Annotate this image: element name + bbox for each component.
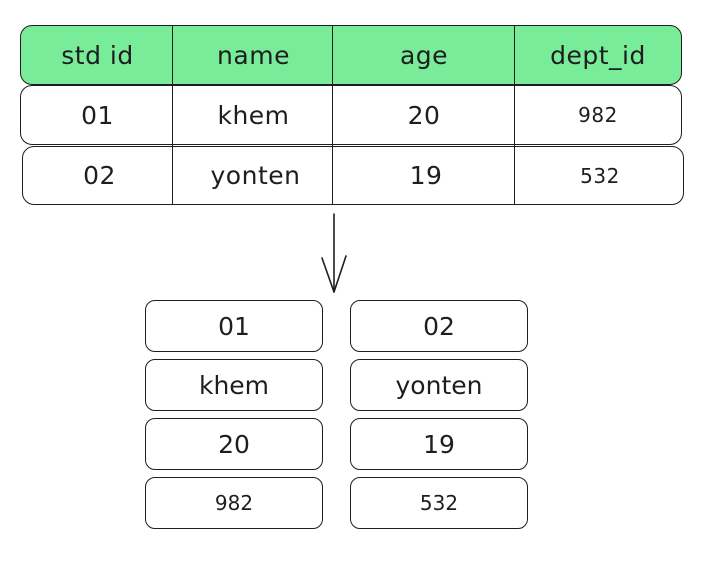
cell-age: 19 [409, 161, 443, 190]
cell-std-id: 01 [81, 100, 114, 130]
column-a-dept-id-box: 982 [145, 477, 323, 529]
table-row: 01 khem 20 982 [20, 85, 682, 145]
header-age: age [399, 40, 449, 70]
header-name: name [217, 40, 290, 70]
column-b-name-box: yonten [350, 359, 528, 411]
column-b-std-id-box: 02 [350, 300, 528, 352]
column-divider [514, 25, 515, 205]
column-b-dept-id-box: 532 [350, 477, 528, 529]
cell-name: yonten [210, 161, 301, 190]
cell-std-id: 02 [83, 161, 116, 190]
cell-dept-id: 982 [578, 103, 618, 127]
cell-name: khem [217, 100, 290, 130]
column-a-std-id-box: 01 [145, 300, 323, 352]
cell-dept-id: 532 [580, 163, 620, 188]
column-divider [332, 25, 333, 205]
column-b-age-box: 19 [350, 418, 528, 470]
header-std-id: std id [61, 40, 134, 70]
column-divider [172, 25, 173, 205]
column-a-age-box: 20 [145, 418, 323, 470]
cell-age: 20 [407, 100, 441, 130]
column-a-name-box: khem [145, 359, 323, 411]
header-dept-id: dept_id [550, 40, 646, 70]
table-row: 02 yonten 19 532 [22, 146, 684, 205]
table-header-row: std id name age dept_id [20, 25, 682, 85]
